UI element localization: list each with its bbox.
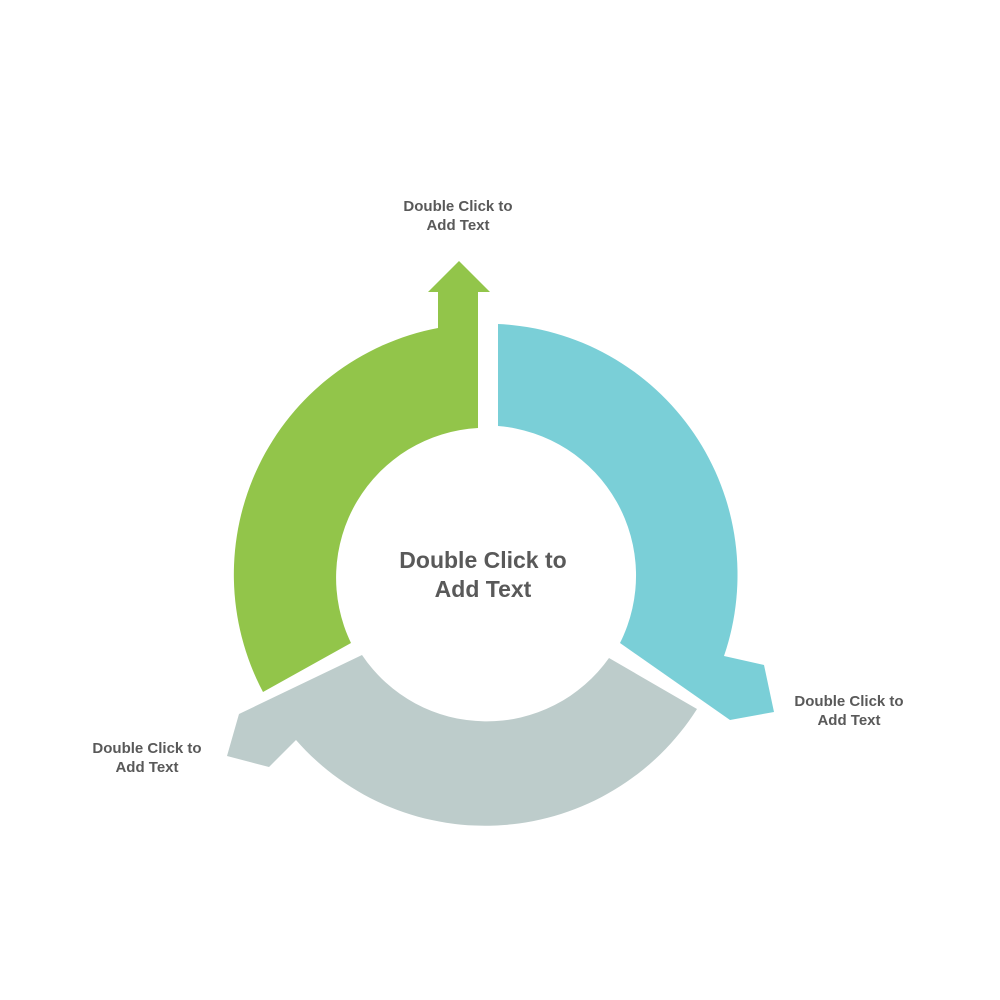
center-label[interactable]: Double Click to Add Text: [353, 546, 613, 605]
label-right[interactable]: Double Click to Add Text: [769, 693, 929, 731]
label-left[interactable]: Double Click to Add Text: [67, 740, 227, 778]
label-left-line1: Double Click to: [92, 740, 202, 757]
label-top[interactable]: Double Click to Add Text: [378, 198, 538, 236]
center-label-line1: Double Click to: [399, 547, 567, 573]
label-top-line1: Double Click to: [403, 198, 513, 215]
label-right-line2: Add Text: [817, 711, 881, 729]
label-left-line2: Add Text: [115, 758, 179, 776]
label-right-line1: Double Click to: [794, 693, 904, 710]
segment-green-arrow[interactable]: [233, 261, 490, 692]
segment-teal-arrow[interactable]: [498, 324, 774, 720]
label-top-line2: Add Text: [426, 216, 490, 234]
segment-gray-arrow[interactable]: [227, 655, 697, 826]
center-label-line2: Add Text: [434, 576, 532, 603]
